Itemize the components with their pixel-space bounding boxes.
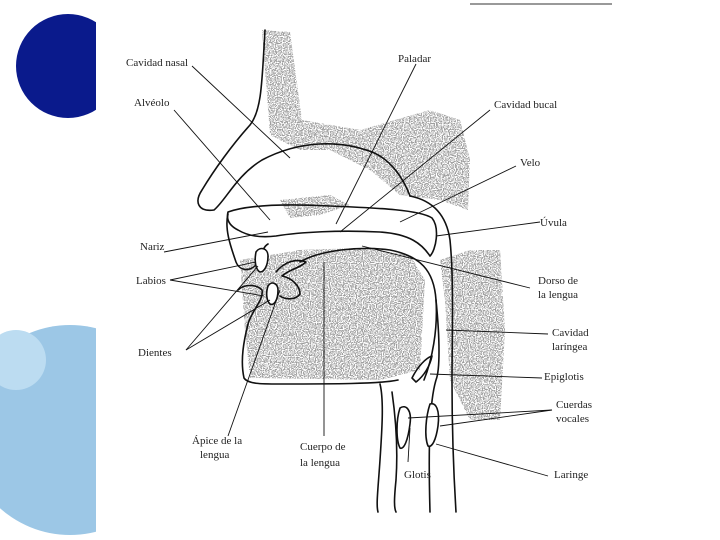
label-nariz: Nariz <box>140 241 165 253</box>
label-glotis: Glotis <box>404 469 431 481</box>
label-dorso-2: la lengua <box>538 289 578 301</box>
label-laringe: Laringe <box>554 469 588 481</box>
label-cavidad-bucal: Cavidad bucal <box>494 99 557 111</box>
label-apice-1: Ápice de la <box>192 435 242 447</box>
label-paladar: Paladar <box>398 53 431 65</box>
label-cuerdas-1: Cuerdas <box>556 399 592 411</box>
label-cavidad-laringea-2: laríngea <box>552 341 588 353</box>
label-apice-2: lengua <box>200 449 229 461</box>
label-alveolo: Alvéolo <box>134 97 170 109</box>
label-cuerdas-2: vocales <box>556 413 589 425</box>
label-cuerpo-1: Cuerpo de <box>300 441 346 453</box>
label-velo: Velo <box>520 157 541 169</box>
label-labios: Labios <box>136 275 166 287</box>
label-dorso-1: Dorso de <box>538 275 578 287</box>
label-dientes: Dientes <box>138 347 172 359</box>
label-cavidad-laringea-1: Cavidad <box>552 327 589 339</box>
label-cuerpo-2: la lengua <box>300 457 340 469</box>
label-uvula: Úvula <box>540 217 567 229</box>
label-cavidad-nasal: Cavidad nasal <box>126 57 188 69</box>
label-epiglotis: Epiglotis <box>544 371 584 383</box>
